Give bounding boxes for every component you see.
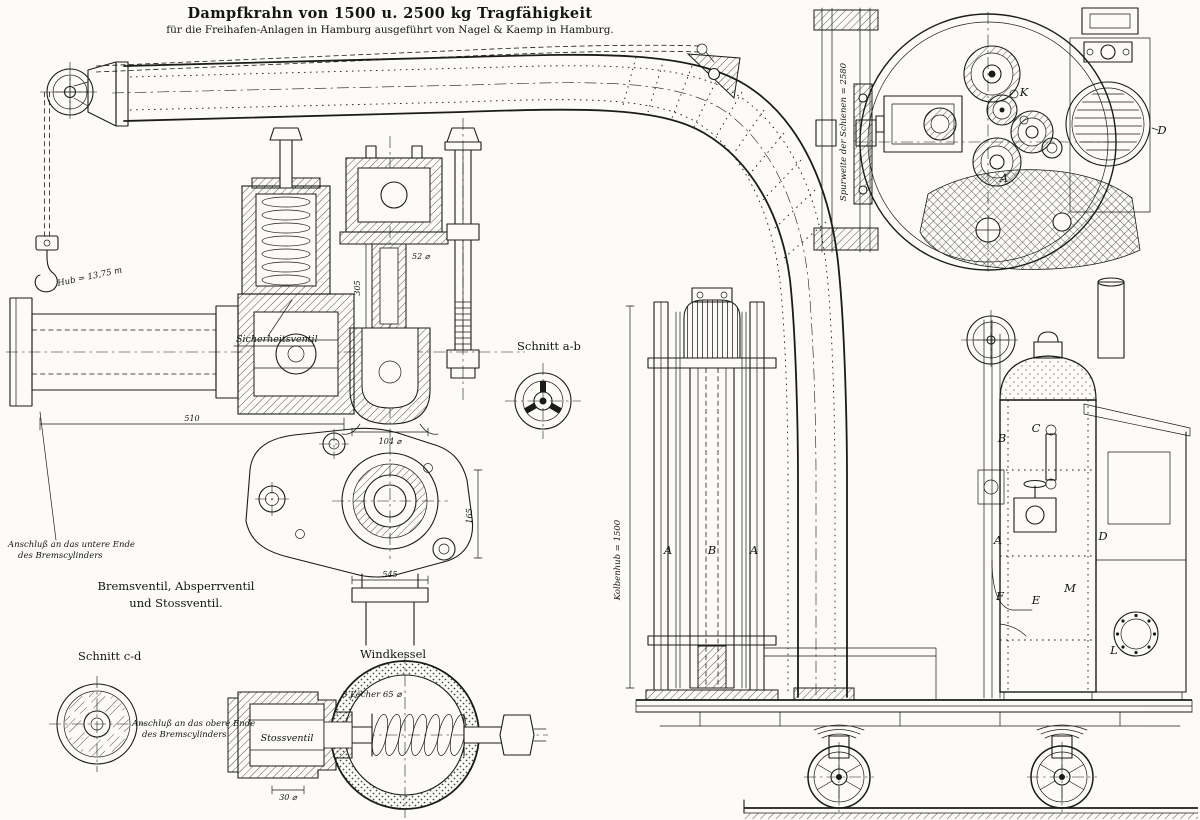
valve-group-caption-1: Bremsventil, Absperrventil <box>98 579 255 593</box>
dim-510: 510 <box>184 414 199 423</box>
part-letter-C-boiler: C <box>1032 421 1041 435</box>
part-letter-K: K <box>1019 85 1030 99</box>
drawing-subtitle: für die Freihafen-Anlagen in Hamburg aus… <box>166 24 614 36</box>
anchor-pin <box>707 67 721 81</box>
bolt-holes-note: 3 Löcher 65 ⌀ <box>342 690 402 700</box>
tension-bolt <box>444 118 482 402</box>
chimney <box>1097 281 1125 359</box>
tower-plinth <box>645 689 779 701</box>
spring-bolt-shaft <box>463 726 505 744</box>
part-letter-B-tower: B <box>707 543 716 557</box>
brake-valve-assembly: Sicherheitsventil 510 305 52 ⌀ 10 <box>6 118 525 561</box>
boiler-plan-hatched <box>919 169 1141 270</box>
wheel-left <box>804 742 874 812</box>
part-letter-A-plan: A <box>999 171 1008 185</box>
lower-connection-label-1: Anschluß an das untere Ende <box>7 540 135 550</box>
valve-group-caption-2: und Stossventil. <box>129 596 222 610</box>
cylinder-block-plan <box>853 83 963 205</box>
part-letter-B-boiler: B <box>997 431 1006 445</box>
rail <box>743 799 1199 819</box>
feed-pump-column <box>961 310 1057 699</box>
shock-valve-label: Stossventil <box>261 733 314 744</box>
upper-connection-label-2: des Bremscylinders <box>142 730 227 740</box>
shock-valve-body <box>227 691 353 779</box>
jib-foot <box>793 687 855 701</box>
windkessel-label: Windkessel <box>360 647 426 661</box>
boiler-elevation: B C A D E F M L <box>961 277 1191 701</box>
section-ab: Schnitt a-b <box>505 339 581 439</box>
part-letter-D-plan: D <box>1156 123 1166 137</box>
part-letter-F-boiler: F <box>995 589 1005 603</box>
part-letter-A-tower-right: A <box>749 543 758 557</box>
part-letter-M-boiler: M <box>1063 581 1077 595</box>
dimension-marks-valve: 510 305 52 ⌀ 104 ⌀ <box>39 243 431 446</box>
dim-305: 305 <box>353 280 362 295</box>
part-letter-E-boiler: E <box>1031 593 1041 607</box>
boiler-dome <box>999 355 1097 401</box>
section-cd: Schnitt c-d <box>49 649 145 772</box>
machinery-plan-view: Spurweite der Schienen = 2580 <box>813 7 1167 272</box>
leaf-spring-right <box>1036 724 1088 739</box>
rail-gauge-frame <box>813 7 879 253</box>
drawing-title: Dampfkrahn von 1500 u. 2500 kg Tragfähig… <box>187 5 592 22</box>
carriage-and-rails <box>635 699 1199 819</box>
leaf-spring-left <box>813 724 865 739</box>
central-valve-column <box>339 136 449 440</box>
upper-connection-label-1: Anschluß an das obere Ende <box>131 719 255 729</box>
part-letter-A-tower-left: A <box>663 543 672 557</box>
accumulator-tower: A B A Kolbenhub = 1500 <box>613 287 937 701</box>
dim-30: 30 ⌀ <box>279 793 298 802</box>
hoisting-chain <box>95 43 715 73</box>
safety-valve-spring <box>241 127 331 295</box>
section-ab-label: Schnitt a-b <box>517 339 581 353</box>
flange-plate: 165 545 <box>245 427 483 646</box>
part-letter-A-boiler: A <box>993 533 1002 547</box>
crane-jib <box>95 43 855 701</box>
dim-104: 104 ⌀ <box>379 437 403 446</box>
spring-bolt-nut <box>499 714 535 756</box>
part-letter-D-boiler: D <box>1097 529 1107 543</box>
cab-roof <box>1083 403 1191 437</box>
dim-545: 545 <box>382 570 397 579</box>
piston-stroke-label: Kolbenhub = 1500 <box>613 519 623 601</box>
manhole-door <box>1113 611 1159 657</box>
lower-connection-label-2: des Bremscylinders <box>18 551 103 561</box>
crane-hook <box>34 235 59 293</box>
grate-drum <box>1065 7 1159 213</box>
section-cd-label: Schnitt c-d <box>78 649 142 663</box>
safety-valve-label: Sicherheitsventil <box>236 334 318 345</box>
dim-165: 165 <box>465 508 474 523</box>
gauge-dimension-label: Spurweite der Schienen = 2580 <box>839 62 849 201</box>
dim-52: 52 ⌀ <box>412 252 431 261</box>
part-letter-L-boiler: L <box>1109 643 1118 657</box>
windkessel-vessel: Windkessel Stossventil 3 Löcher 65 ⌀ Ans… <box>131 647 548 818</box>
crosshead-yoke <box>683 299 741 359</box>
